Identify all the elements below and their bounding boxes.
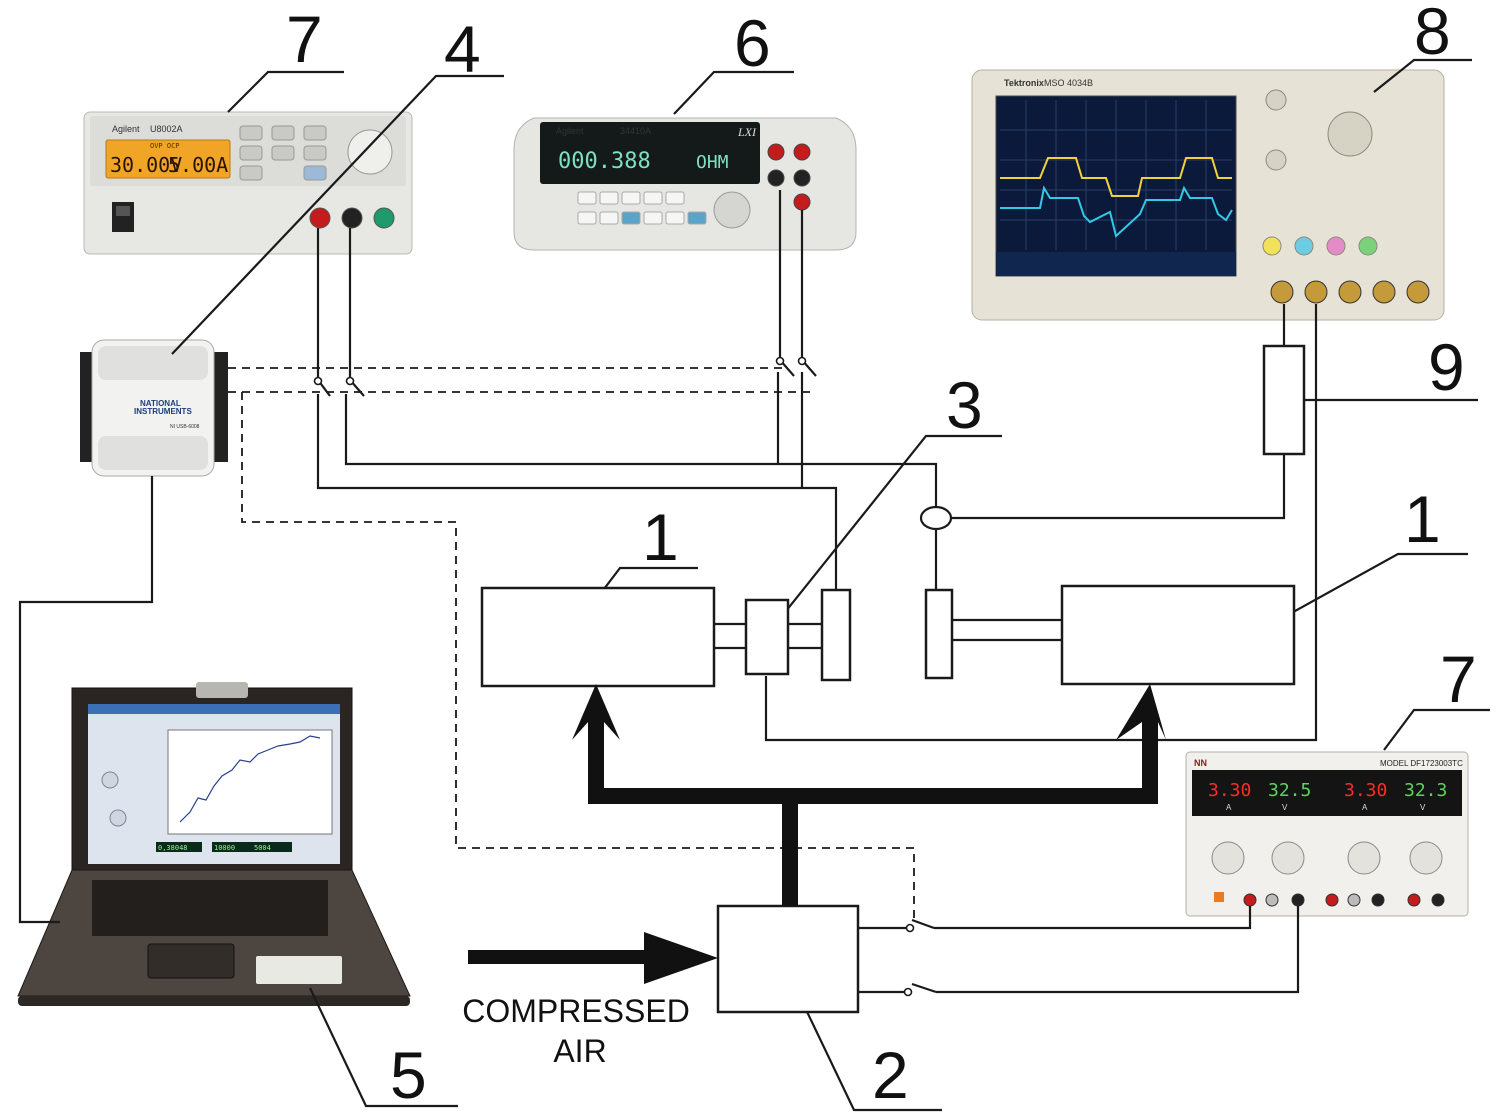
psu-top-model: U8002A (150, 124, 183, 134)
psu-top-voltage: 30.00V (110, 153, 182, 177)
force-sensor (744, 598, 790, 676)
laptop-field-3: 5004 (254, 844, 271, 852)
callout-5: 5 (390, 1038, 427, 1112)
callout-7-bottom: 7 (1440, 642, 1477, 716)
psu-top-knob (347, 129, 393, 175)
compressed-air-label-line1: COMPRESSED (462, 993, 690, 1029)
callout-9: 9 (1428, 330, 1465, 404)
scope-grid (1000, 100, 1232, 250)
pneumatic-lines (468, 684, 1166, 984)
scope-bnc-inputs (1270, 280, 1430, 304)
callout-1-left: 1 (642, 500, 679, 574)
psu-bottom-unit-v2: V (1420, 803, 1426, 812)
dmm-lxi-logo: LXI (737, 125, 757, 139)
psu-bottom-unit-a2: A (1362, 803, 1368, 812)
dmm-reading: 000.388 (558, 149, 651, 174)
piston-rods (714, 618, 1062, 650)
psu-top-tags: OVP OCP (150, 142, 180, 150)
psu-bottom-unit-v1: V (1282, 803, 1288, 812)
current-probe (919, 505, 953, 531)
psu-bottom-knobs (1211, 841, 1443, 875)
dmm-terminals (767, 143, 811, 211)
psu-bottom-ch2-volts: 32.3 (1404, 780, 1447, 801)
daq-brand-line1: NATIONAL (140, 399, 181, 408)
pneumatic-valve (716, 904, 860, 1014)
shunt-resistor (1262, 344, 1306, 456)
callout-3: 3 (946, 368, 983, 442)
psu-top-brand: Agilent (112, 124, 140, 134)
scope-model: MSO 4034B (1044, 78, 1093, 88)
dmm-buttons (577, 191, 707, 225)
callout-labels: 7 4 6 8 9 3 1 1 7 5 2 (286, 0, 1477, 1112)
control-lines-dashed (228, 367, 915, 920)
daq-model: NI USB-6008 (170, 424, 200, 430)
daq-module: NATIONAL INSTRUMENTS NI USB-6008 (80, 339, 228, 477)
dc-power-supply-top: Agilent U8002A OVP OCP 30.00V 5.00A (83, 111, 413, 255)
callout-2: 2 (872, 1038, 909, 1112)
contact-disc-left (820, 588, 852, 682)
actuator-right (1060, 584, 1296, 686)
laptop-field-2: 10000 (214, 844, 235, 852)
callout-6: 6 (734, 6, 771, 80)
psu-bottom-model: MODEL DF1723003TC (1380, 759, 1463, 768)
scope-knobs (1262, 89, 1378, 256)
scope-trace-cyan (1000, 185, 1233, 238)
psu-bottom-ch1-volts: 32.5 (1268, 780, 1311, 801)
compressed-air-label-line2: AIR (553, 1033, 606, 1069)
callout-7-top: 7 (286, 2, 323, 76)
contact-disc-right (924, 588, 954, 680)
switch-contacts (313, 356, 915, 997)
daq-brand-line2: INSTRUMENTS (134, 407, 192, 416)
dmm-brand: Agilent (556, 126, 584, 136)
scope-trace-yellow (1000, 157, 1232, 197)
psu-bottom-ch1-amps: 3.30 (1208, 780, 1251, 801)
psu-bottom-ch2-amps: 3.30 (1344, 780, 1387, 801)
psu-bottom-brand: NN (1194, 758, 1207, 768)
psu-top-buttons (239, 125, 327, 181)
wiring (18, 58, 1490, 1112)
dmm-nav-pad (713, 191, 751, 229)
oscilloscope: Tektronix MSO 4034B (971, 69, 1445, 321)
callout-4: 4 (444, 12, 481, 86)
callout-8: 8 (1414, 0, 1451, 68)
dc-power-supply-bottom: NN MODEL DF1723003TC 3.30 32.5 3.30 32.3… (1185, 751, 1469, 917)
callout-1-right: 1 (1404, 482, 1441, 556)
scope-brand: Tektronix (1004, 78, 1044, 88)
digital-multimeter: Agilent 34410A LXI 000.388 OHM (513, 117, 857, 251)
laptop-screen-plot (179, 735, 321, 823)
dmm-model: 34410A (620, 126, 651, 136)
psu-top-terminals (309, 207, 395, 229)
psu-top-current: 5.00A (168, 153, 228, 177)
actuator-left (480, 586, 716, 688)
psu-bottom-terminals (1243, 893, 1445, 907)
psu-bottom-unit-a1: A (1226, 803, 1232, 812)
dmm-unit: OHM (696, 152, 729, 173)
laptop: 0,38048 10000 5004 (17, 682, 411, 1006)
laptop-field-1: 0,38048 (158, 844, 188, 852)
